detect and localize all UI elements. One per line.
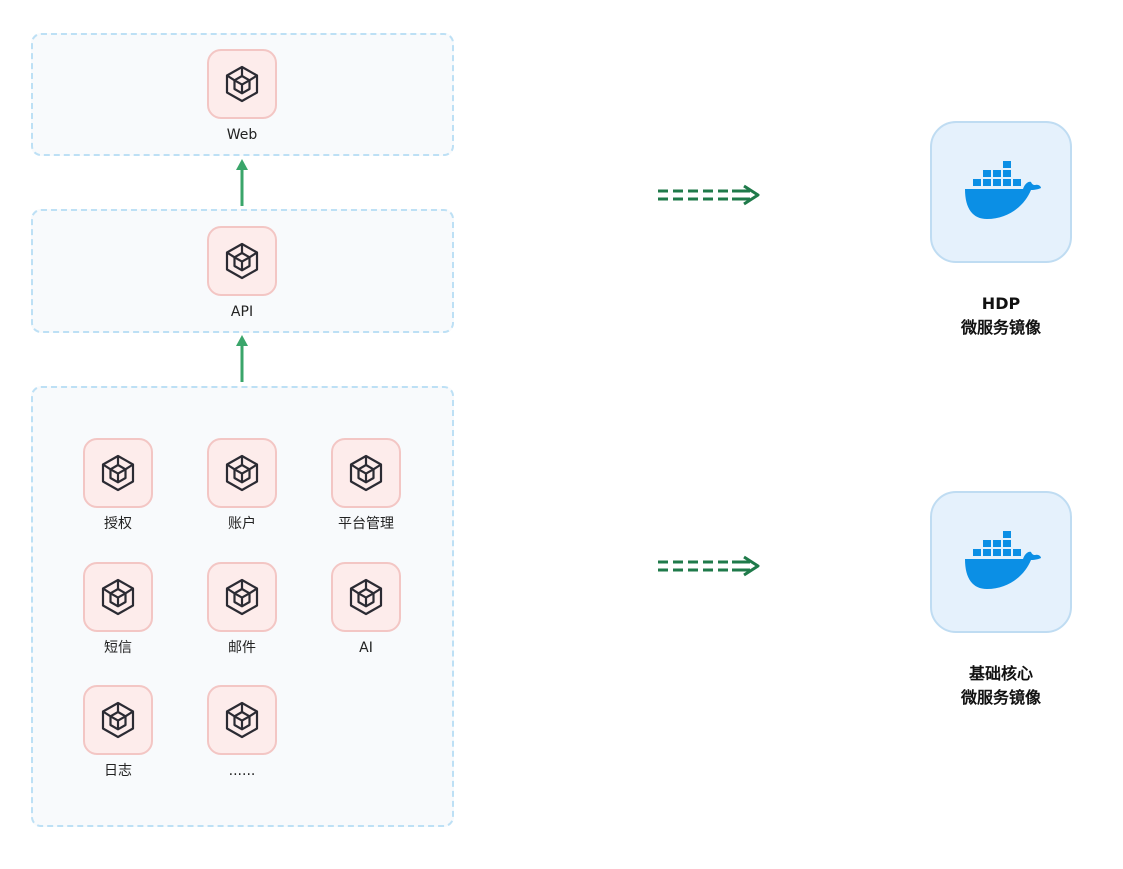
- cube-icon: [98, 453, 138, 493]
- caption-line-2: 微服务镜像: [960, 318, 1041, 337]
- arrow-services-to-api: [236, 335, 248, 382]
- docker-whale-icon: [959, 161, 1043, 223]
- cube-icon: [98, 577, 138, 617]
- cube-icon: [222, 577, 262, 617]
- module-label: 授权: [104, 516, 132, 532]
- module-api: API: [192, 226, 292, 320]
- docker-image-core: [930, 491, 1072, 633]
- module-tile: [83, 685, 153, 755]
- module-tile: [83, 438, 153, 508]
- module-tile: [207, 49, 277, 119]
- cube-icon: [346, 453, 386, 493]
- module-tile: [207, 685, 277, 755]
- module-label: 邮件: [228, 640, 256, 656]
- module-sms: 短信: [68, 562, 168, 656]
- module-label: ......: [228, 763, 256, 779]
- module-platform-admin: 平台管理: [316, 438, 416, 532]
- module-label: 账户: [228, 516, 256, 532]
- module-web: Web: [192, 49, 292, 143]
- module-tile: [331, 562, 401, 632]
- module-tile: [207, 226, 277, 296]
- docker-image-hdp: [930, 121, 1072, 263]
- cube-icon: [98, 700, 138, 740]
- module-auth: 授权: [68, 438, 168, 532]
- module-tile: [207, 562, 277, 632]
- caption-line-1: HDP: [981, 294, 1021, 313]
- module-mail: 邮件: [192, 562, 292, 656]
- cube-icon: [346, 577, 386, 617]
- caption-line-2: 微服务镜像: [960, 688, 1041, 707]
- module-tile: [207, 438, 277, 508]
- cube-icon: [222, 453, 262, 493]
- module-ai: AI: [316, 562, 416, 656]
- cube-icon: [222, 241, 262, 281]
- module-account: 账户: [192, 438, 292, 532]
- module-log: 日志: [68, 685, 168, 779]
- module-label: Web: [226, 127, 258, 143]
- docker-whale-icon: [959, 531, 1043, 593]
- module-label: 短信: [104, 640, 132, 656]
- arrow-api-to-web: [236, 159, 248, 206]
- caption-line-1: 基础核心: [968, 664, 1033, 683]
- module-label: 平台管理: [338, 516, 394, 532]
- dashed-arrow-bottom: [658, 555, 760, 577]
- cube-icon: [222, 64, 262, 104]
- docker-caption-core: 基础核心 微服务镜像: [901, 662, 1101, 710]
- dashed-arrow-top: [658, 184, 760, 206]
- module-label: API: [230, 304, 254, 320]
- module-more: ......: [192, 685, 292, 779]
- module-tile: [331, 438, 401, 508]
- cube-icon: [222, 700, 262, 740]
- docker-caption-hdp: HDP 微服务镜像: [901, 292, 1101, 340]
- module-label: 日志: [104, 763, 132, 779]
- module-tile: [83, 562, 153, 632]
- module-label: AI: [359, 640, 373, 656]
